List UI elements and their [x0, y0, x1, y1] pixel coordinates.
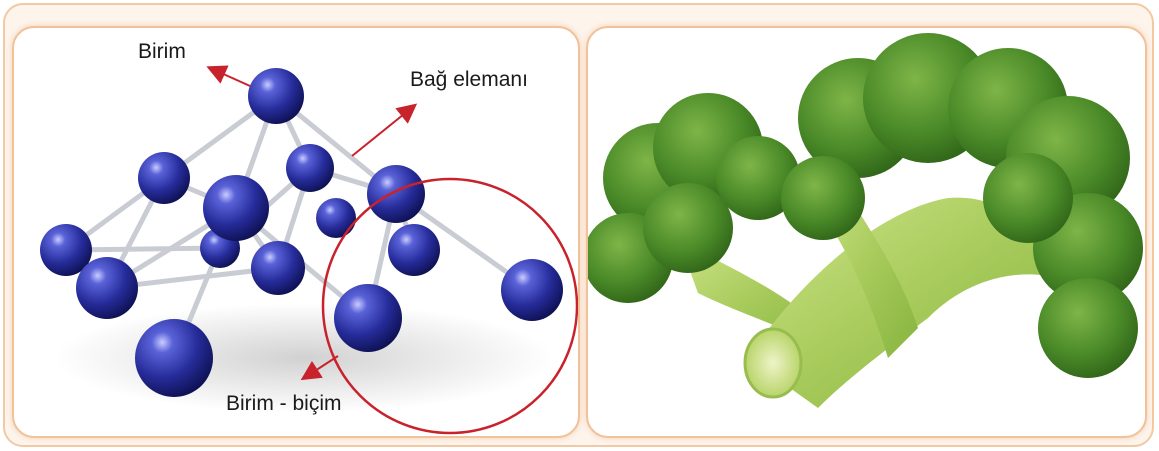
unit-form-label: Birim - biçim: [226, 392, 342, 416]
molecule-panel: Birim Bağ elemanı Birim - biçim: [12, 26, 580, 438]
unit-label: Birim: [138, 40, 186, 64]
connector-arrow: [352, 106, 414, 156]
broccoli-image: [588, 28, 1147, 438]
broccoli-panel: [586, 26, 1147, 438]
unit-arrow: [210, 68, 250, 86]
large-broccoli: [745, 33, 1143, 408]
connector-label: Bağ elemanı: [410, 68, 528, 92]
